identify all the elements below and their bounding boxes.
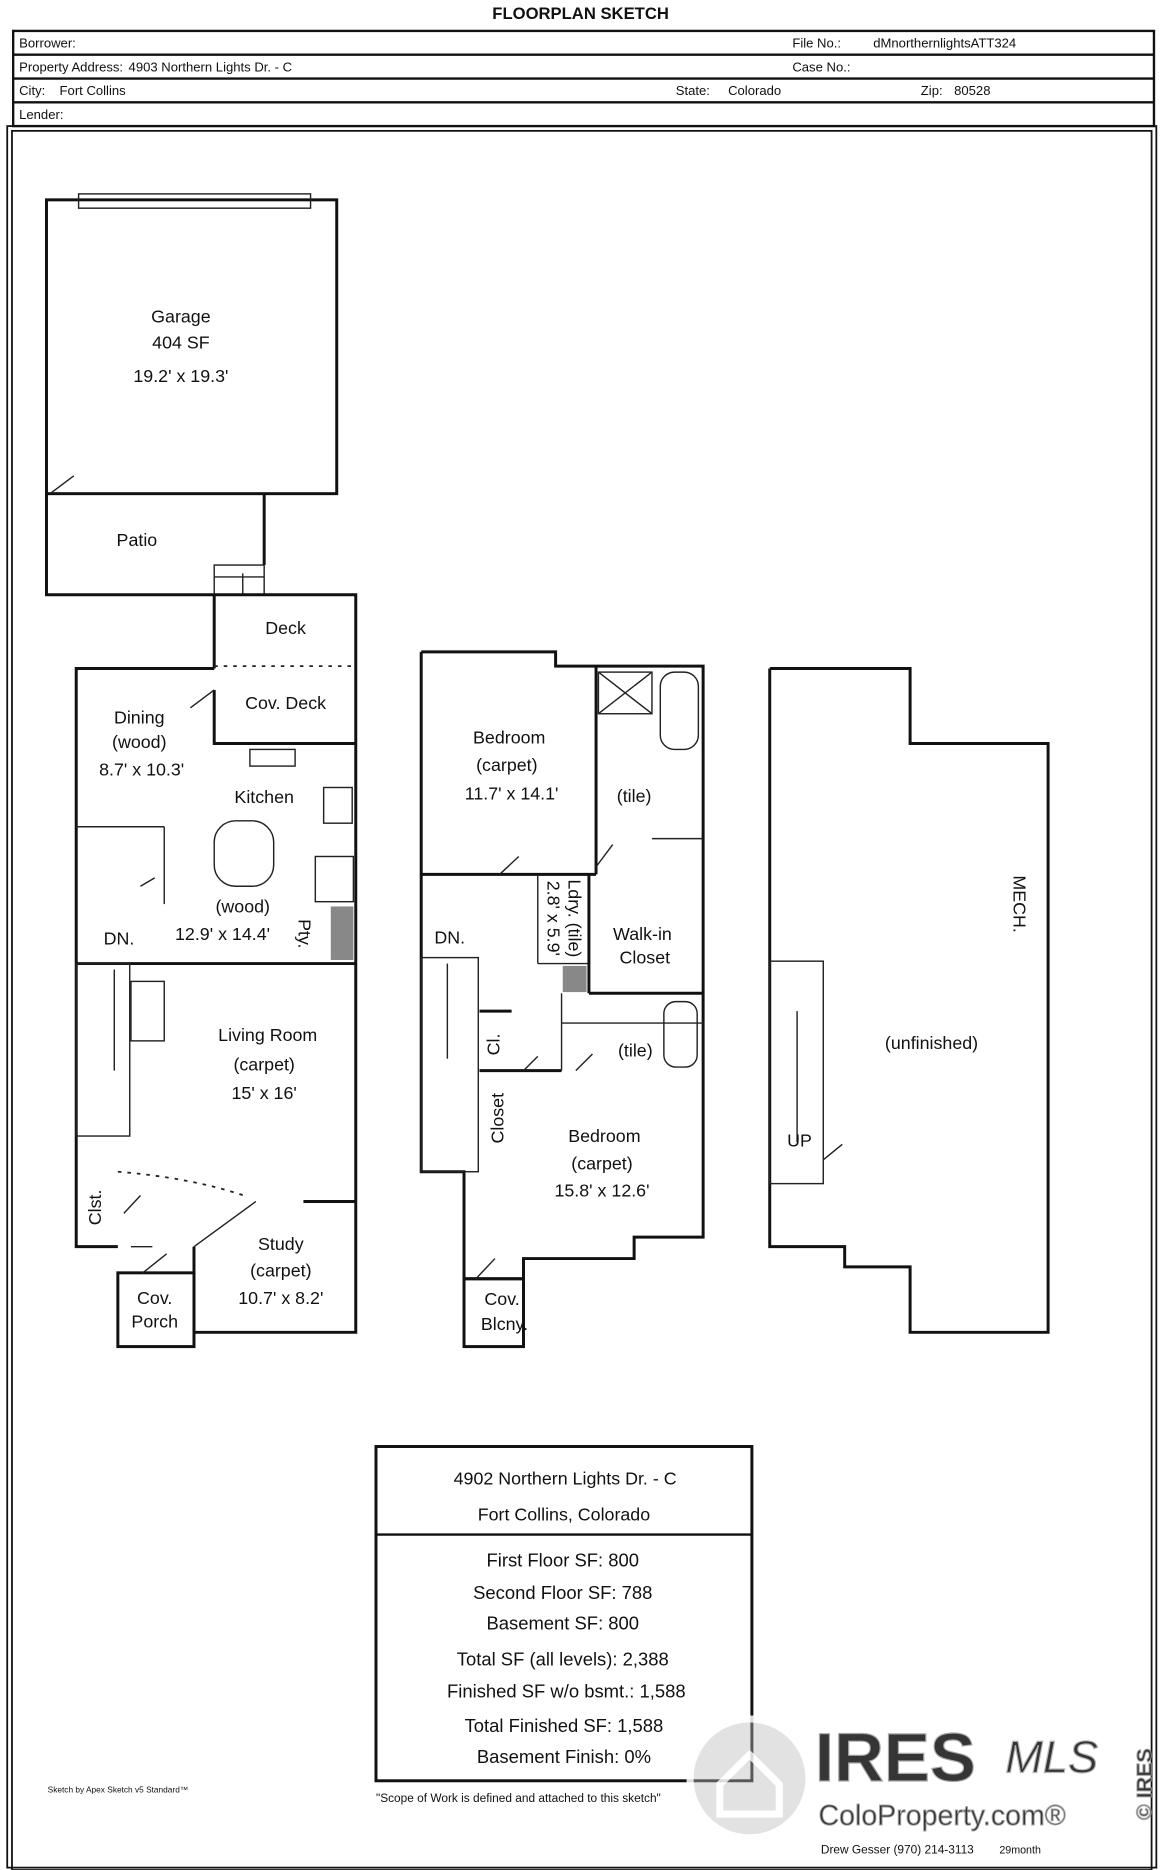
bedroom-1-dimensions: 11.7' x 14.1' xyxy=(465,783,559,803)
mech-label: MECH. xyxy=(1010,875,1030,932)
bedroom-2-dimensions: 15.8' x 12.6' xyxy=(554,1181,649,1201)
zip-label: Zip: xyxy=(921,83,943,98)
summary-address-2: Fort Collins, Colorado xyxy=(478,1504,650,1524)
first-floor-down-label: DN. xyxy=(104,929,135,949)
summary-address-1: 4902 Northern Lights Dr. - C xyxy=(454,1469,677,1489)
header-table: Borrower: File No.: dMnorthernlightsATT3… xyxy=(11,29,1156,128)
summary-line: Second Floor SF: 788 xyxy=(473,1582,652,1603)
state: Colorado xyxy=(728,83,781,98)
summary-line: Basement Finish: 0% xyxy=(477,1746,651,1767)
property-address: 4903 Northern Lights Dr. - C xyxy=(129,59,293,74)
first-floor-plan: Garage 404 SF 19.2' x 19.3' Patio Deck C… xyxy=(44,193,358,1349)
summary-line: Total SF (all levels): 2,388 xyxy=(457,1648,669,1669)
summary-line: First Floor SF: 800 xyxy=(486,1550,639,1571)
kitchen-dimensions: 12.9' x 14.4' xyxy=(175,924,270,944)
bedroom-closet-label: Closet xyxy=(487,1093,507,1144)
second-floor-down-label: DN. xyxy=(434,927,465,947)
patio-label: Patio xyxy=(117,530,158,550)
walk-in-closet-label-1: Walk-in xyxy=(613,924,672,944)
lender-label: Lender: xyxy=(19,107,63,122)
bedroom-2-label: Bedroom xyxy=(568,1126,640,1146)
city: Fort Collins xyxy=(60,83,127,98)
ires-watermark: IRES MLS ColoProperty.com® © IRES xyxy=(686,1715,1157,1842)
watermark-ires: IRES xyxy=(815,1719,976,1796)
bath-2-floor: (tile) xyxy=(618,1040,653,1060)
watermark-copyright: © IRES xyxy=(1133,1748,1157,1820)
file-label: File No.: xyxy=(792,36,841,51)
living-room-dimensions: 15' x 16' xyxy=(232,1083,297,1103)
kitchen-floor: (wood) xyxy=(216,896,271,916)
linen-closet-label: Cl. xyxy=(484,1034,504,1056)
closet-label: Clst. xyxy=(85,1190,105,1226)
bedroom-1-floor: (carpet) xyxy=(476,755,537,775)
porch-label-1: Cov. xyxy=(137,1288,172,1308)
porch-label-2: Porch xyxy=(131,1312,178,1332)
watermark-site: ColoProperty.com® xyxy=(819,1800,1066,1832)
city-label: City: xyxy=(19,83,45,98)
study-floor: (carpet) xyxy=(250,1260,311,1280)
sketch-credit: Sketch by Apex Sketch v5 Standard™ xyxy=(48,1785,188,1795)
address-label: Property Address: xyxy=(19,59,123,74)
laundry-dimensions: 2.8' x 5.9' xyxy=(543,881,563,956)
second-floor-plan: Bedroom (carpet) 11.7' x 14.1' (tile) Ld… xyxy=(419,650,705,1349)
summary-line: Finished SF w/o bsmt.: 1,588 xyxy=(447,1681,686,1702)
watermark-mls: MLS xyxy=(1005,1731,1098,1782)
dining-dimensions: 8.7' x 10.3' xyxy=(99,760,184,780)
unfinished-label: (unfinished) xyxy=(885,1033,978,1053)
summary-line: Basement SF: 800 xyxy=(486,1613,639,1634)
summary-box: 4902 Northern Lights Dr. - C Fort Collin… xyxy=(374,1445,754,1783)
agent-info-2: 29month xyxy=(999,1844,1041,1856)
basement-plan: MECH. (unfinished) UP xyxy=(768,667,1050,1334)
study-dimensions: 10.7' x 8.2' xyxy=(238,1288,323,1308)
state-label: State: xyxy=(676,83,710,98)
dining-label: Dining xyxy=(114,707,165,727)
laundry-label: Ldry. (tile) xyxy=(565,879,585,957)
document-title: FLOORPLAN SKETCH xyxy=(492,4,669,23)
agent-info: Drew Gesser (970) 214-3113 xyxy=(821,1842,974,1856)
balcony-label-2: Blcny. xyxy=(481,1314,528,1334)
up-label: UP xyxy=(787,1131,812,1151)
balcony-label-1: Cov. xyxy=(484,1289,519,1309)
kitchen-label: Kitchen xyxy=(234,787,293,807)
bedroom-1-label: Bedroom xyxy=(473,727,545,747)
covered-deck-label: Cov. Deck xyxy=(245,693,326,713)
house-icon xyxy=(716,1749,783,1818)
bath-1-floor: (tile) xyxy=(617,786,652,806)
case-label: Case No.: xyxy=(792,59,850,74)
garage-label: Garage xyxy=(151,306,211,326)
living-room-label: Living Room xyxy=(218,1025,317,1045)
deck-label: Deck xyxy=(265,618,306,638)
borrower-label: Borrower: xyxy=(19,36,76,51)
garage-sf: 404 SF xyxy=(152,333,210,353)
scope-note: "Scope of Work is defined and attached t… xyxy=(376,1791,661,1805)
garage-dimensions: 19.2' x 19.3' xyxy=(133,366,228,386)
summary-line: Total Finished SF: 1,588 xyxy=(465,1715,664,1736)
file-number: dMnorthernlightsATT324 xyxy=(873,36,1016,51)
zip: 80528 xyxy=(954,83,990,98)
pantry-label: Pty. xyxy=(295,919,315,948)
study-label: Study xyxy=(258,1234,304,1254)
walk-in-closet-label-2: Closet xyxy=(620,948,671,968)
bedroom-2-floor: (carpet) xyxy=(571,1153,632,1173)
dining-floor: (wood) xyxy=(112,732,166,752)
living-room-floor: (carpet) xyxy=(233,1055,294,1075)
